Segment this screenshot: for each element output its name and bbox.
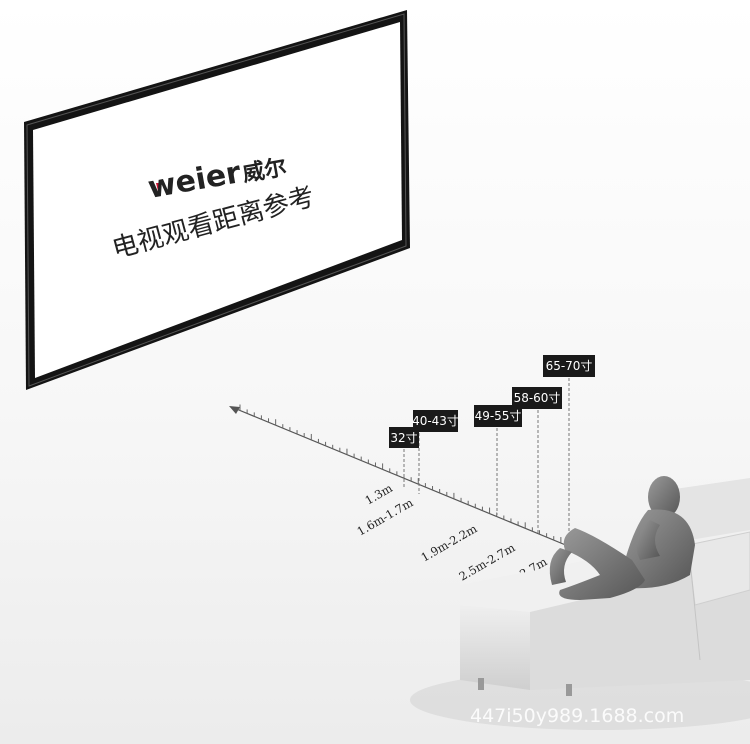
svg-text:65-70寸: 65-70寸 (546, 359, 593, 373)
tv-screen (33, 22, 402, 378)
svg-text:58-60寸: 58-60寸 (514, 391, 561, 405)
brand-logo-mark (156, 183, 162, 195)
svg-text:40-43寸: 40-43寸 (412, 414, 459, 428)
size-labels: 32寸 40-43寸 49-55寸 58-60寸 65-70寸 (389, 355, 595, 448)
sofa-leg (566, 684, 572, 696)
person-arm (636, 520, 660, 560)
person-legs (559, 528, 645, 600)
size-label-58-60: 58-60寸 (512, 387, 562, 409)
sofa-front (460, 605, 530, 690)
distance-label: 1.6m-1.7m (355, 495, 416, 538)
svg-text:49-55寸: 49-55寸 (475, 409, 522, 423)
sofa-seam (689, 559, 701, 661)
person-head (648, 476, 680, 518)
person-silhouette (549, 476, 695, 600)
person-feet (549, 548, 572, 585)
svg-text:32寸: 32寸 (390, 431, 417, 445)
ruler-ticks (239, 404, 569, 546)
distance-ruler (229, 404, 569, 547)
tv-bezel-highlight (26, 13, 407, 387)
size-label-32: 32寸 (389, 427, 419, 448)
ruler-arrow-icon (229, 406, 240, 414)
size-label-49-55: 49-55寸 (474, 405, 522, 427)
distance-label: 1.3m (363, 481, 395, 508)
watermark: 447i50y989.1688.com (470, 705, 684, 727)
sofa-leg (478, 678, 484, 690)
tv: weier威尔 电视观看距离参考 (24, 10, 410, 390)
size-label-40-43: 40-43寸 (412, 410, 459, 432)
distance-label: 1.9m-2.2m (419, 521, 480, 564)
size-label-65-70: 65-70寸 (543, 355, 595, 377)
